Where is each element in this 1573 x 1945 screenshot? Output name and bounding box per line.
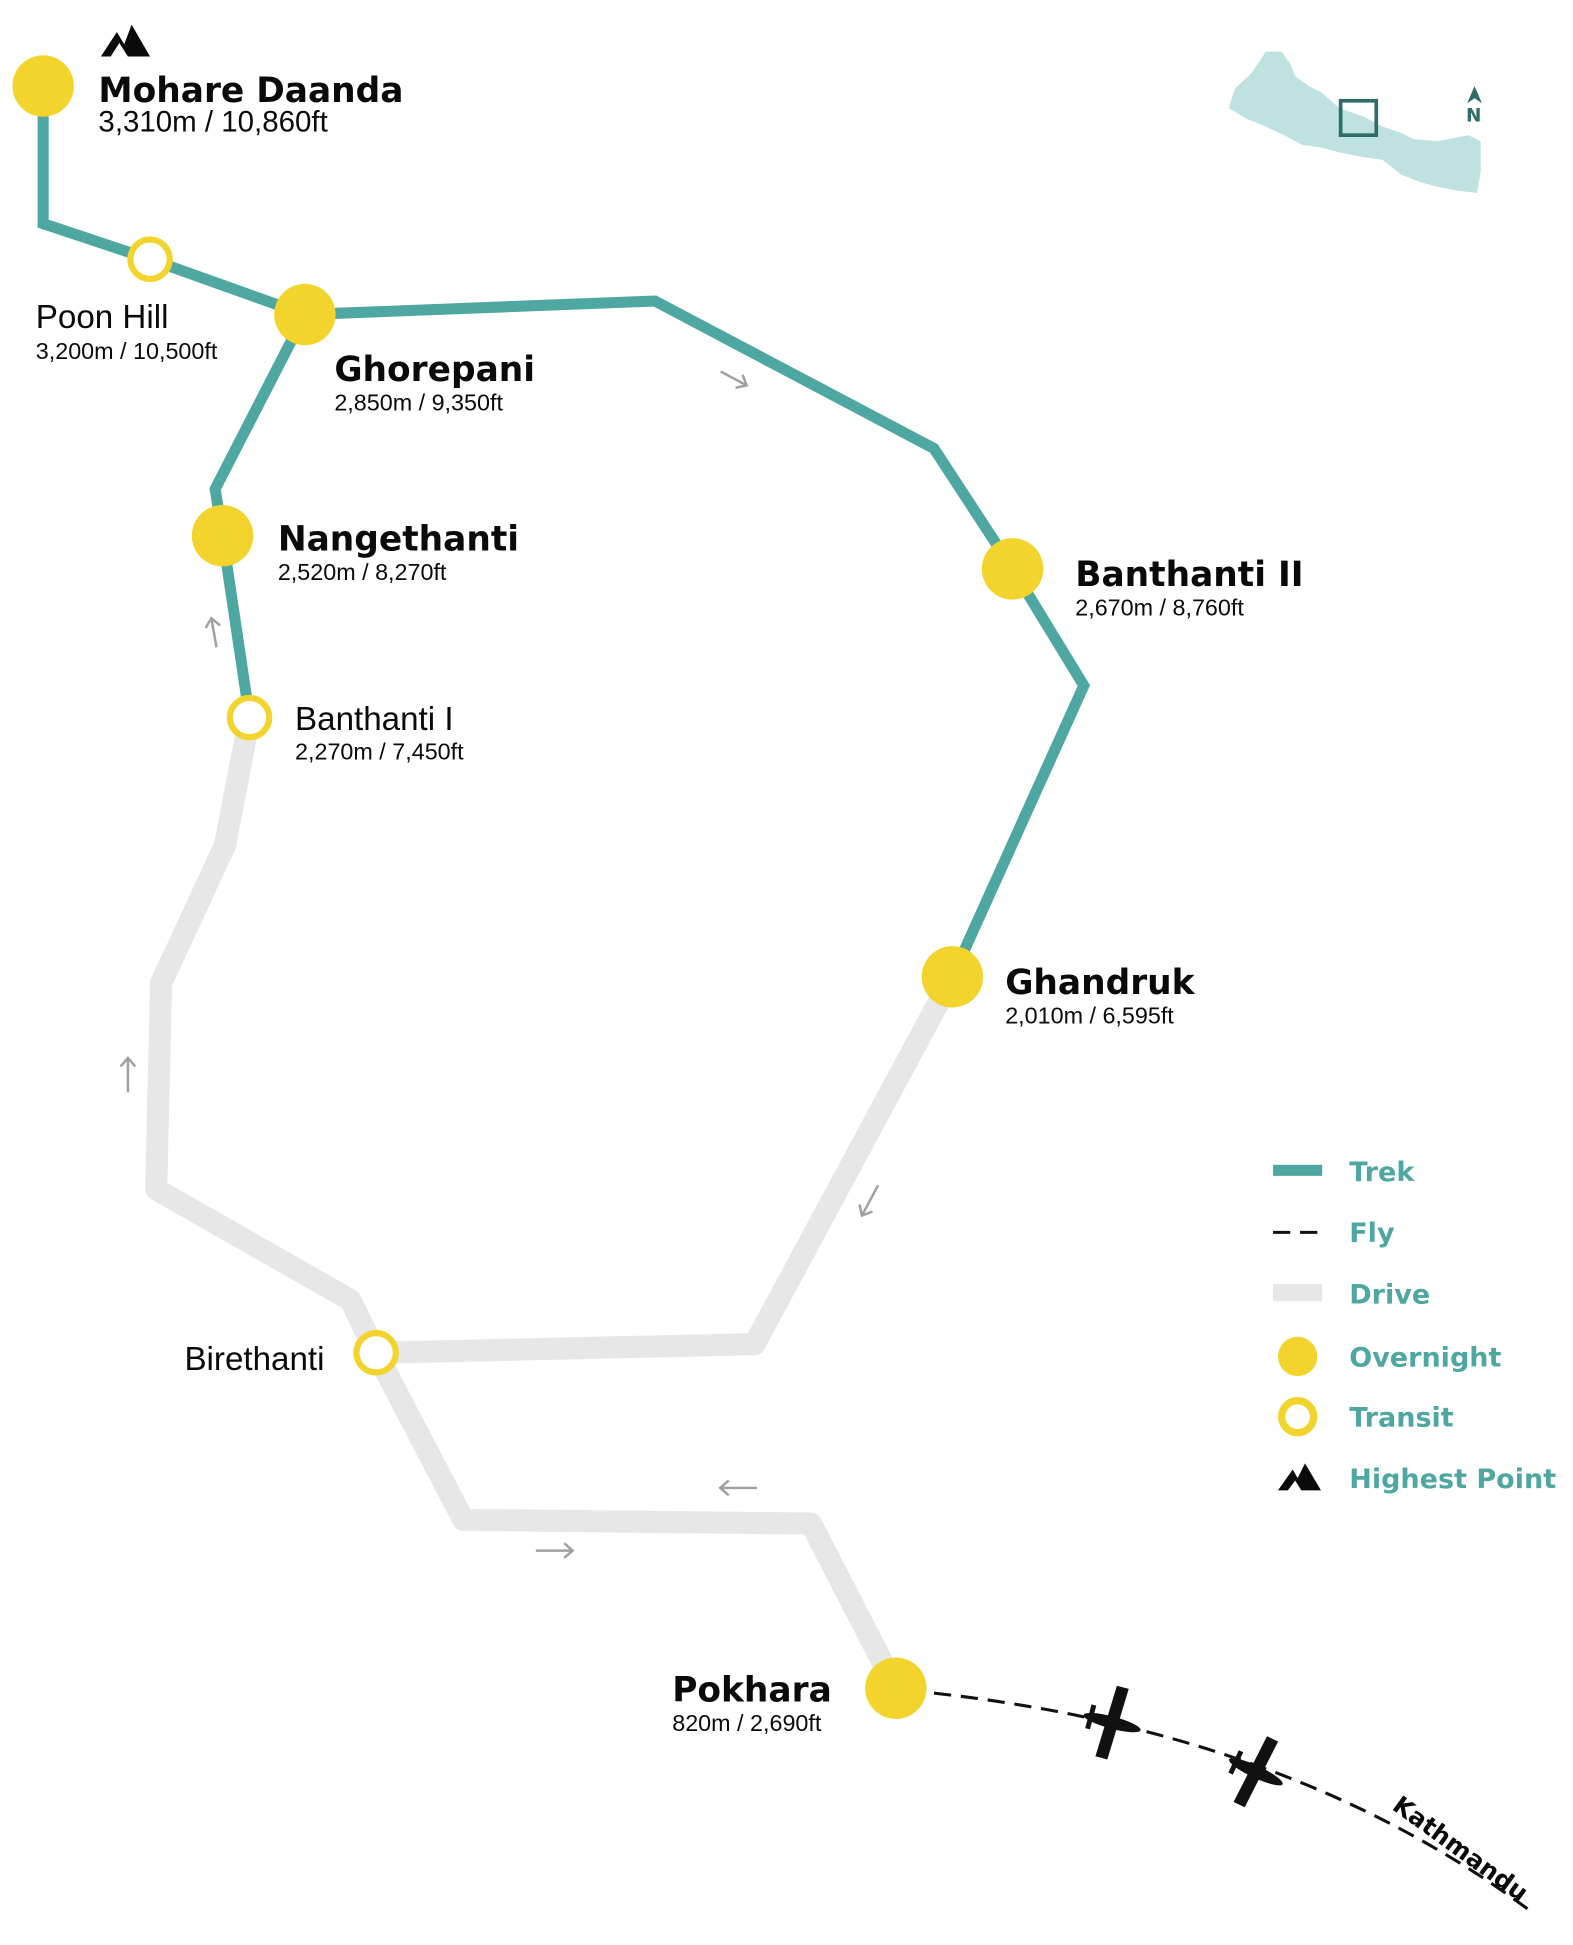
label-ghorepani: Ghorepani [334, 350, 535, 390]
direction-arrows [119, 370, 880, 1559]
alt-pokhara: 820m / 2,690ft [672, 1710, 822, 1736]
airplane-icon [1083, 1685, 1141, 1760]
arrow-icon [858, 1184, 880, 1218]
region-highlight-box [1338, 98, 1379, 137]
label-banthanti-ii: Banthanti II [1075, 555, 1303, 595]
transit-markers [127, 236, 399, 1376]
alt-mohare-daanda: 3,310m / 10,860ft [98, 105, 327, 138]
alt-nangethanti: 2,520m / 8,270ft [278, 559, 447, 585]
highest-point-icon [100, 24, 151, 57]
nepal-inset-map: N [1228, 51, 1482, 193]
north-label: N [1466, 106, 1481, 127]
alt-banthanti-i: 2,270m / 7,450ft [295, 738, 464, 764]
north-arrow-icon [1467, 86, 1482, 104]
trek-route-mohare-ghorepani [37, 86, 307, 320]
legend-highest-point-label: Highest Point [1349, 1464, 1556, 1495]
arrow-icon [119, 1056, 137, 1093]
alt-ghorepani: 2,850m / 9,350ft [334, 389, 503, 415]
marker-mohare-daanda[interactable] [12, 55, 74, 117]
marker-nangethanti[interactable] [191, 504, 254, 567]
drive-route-birethanti-pokhara [366, 1347, 906, 1694]
arrow-icon [535, 1542, 575, 1559]
arrow-icon [720, 370, 749, 390]
label-pokhara: Pokhara [672, 1671, 832, 1711]
marker-ghorepani[interactable] [274, 283, 336, 346]
legend-trek-label: Trek [1349, 1157, 1415, 1188]
legend-highest-point-icon [1277, 1463, 1321, 1491]
label-birethanti: Birethanti [184, 1341, 324, 1378]
legend-transit-label: Transit [1349, 1402, 1454, 1433]
flight-destination-label: Kathmandu [1387, 1790, 1533, 1907]
overnight-markers [12, 55, 1044, 1719]
legend-drive-swatch [1273, 1283, 1323, 1302]
label-mohare-daanda: Mohare Daanda [98, 71, 403, 111]
label-banthanti-i: Banthanti I [295, 701, 454, 738]
nepal-outline [1228, 51, 1481, 193]
marker-birethanti[interactable] [353, 1330, 399, 1376]
airplane-icon [1228, 1736, 1283, 1808]
label-ghandruk: Ghandruk [1005, 963, 1195, 1003]
flight-route [933, 1691, 1531, 1912]
drive-route-banthanti-birethanti [145, 715, 387, 1358]
legend-overnight-label: Overnight [1349, 1342, 1501, 1373]
drive-routes [145, 715, 963, 1694]
legend-trek-swatch [1273, 1164, 1323, 1176]
marker-pokhara[interactable] [865, 1657, 927, 1719]
arrow-icon [718, 1479, 758, 1497]
legend-fly-label: Fly [1349, 1218, 1395, 1249]
marker-banthanti-i[interactable] [226, 694, 273, 741]
alt-banthanti-ii: 2,670m / 8,760ft [1075, 595, 1244, 621]
marker-banthanti-ii[interactable] [981, 538, 1044, 600]
drive-route-birethanti-ghandruk [375, 971, 963, 1364]
alt-ghandruk: 2,010m / 6,595ft [1005, 1002, 1174, 1028]
marker-poon-hill[interactable] [127, 236, 173, 282]
legend-overnight-icon [1277, 1336, 1318, 1377]
trek-route-ghorepani-ghandruk [304, 295, 1091, 980]
legend: Trek Fly Drive Overnight Transit Highest… [1273, 1157, 1556, 1495]
label-nangethanti: Nangethanti [278, 519, 519, 559]
legend-drive-label: Drive [1349, 1280, 1430, 1311]
legend-transit-icon [1277, 1397, 1318, 1437]
marker-ghandruk[interactable] [921, 946, 984, 1008]
label-poon-hill: Poon Hill [36, 299, 169, 336]
arrow-icon [204, 616, 221, 648]
alt-poon-hill: 3,200m / 10,500ft [36, 338, 218, 364]
